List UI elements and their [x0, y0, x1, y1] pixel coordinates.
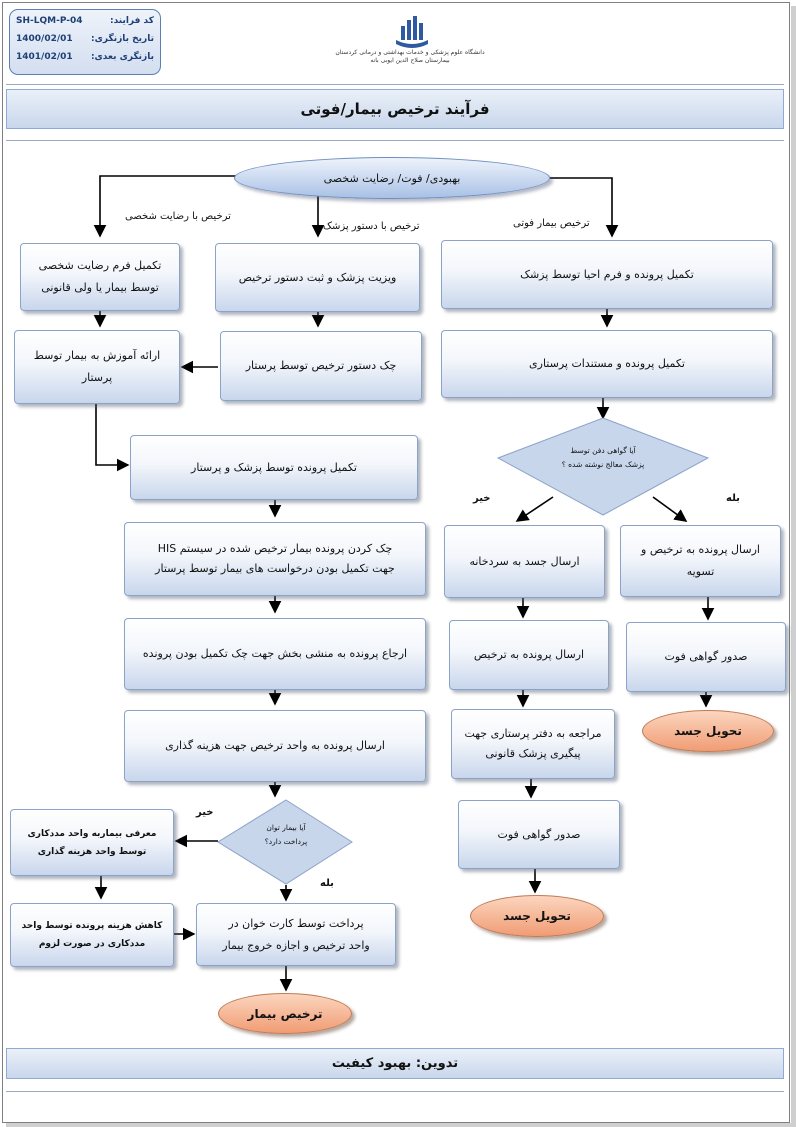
code-value: SH-LQM-P-04 — [16, 16, 83, 26]
forensic-followup-box: مراجعه به دفتر پرستاری جهت پیگیری پزشک ق… — [451, 709, 615, 779]
his-check-line-2: جهت تکمیل بودن درخواست های بیمار توسط پر… — [155, 562, 395, 575]
page-shadow-bottom — [6, 1123, 796, 1127]
end-body-delivery-b: تحویل جسد — [642, 710, 774, 752]
footer-divider — [6, 1091, 784, 1092]
header-divider — [6, 84, 784, 85]
code-row: کد فرایند: SH-LQM-P-04 — [16, 16, 154, 30]
burial-yes-label: بله — [726, 493, 740, 504]
doctor-visit-box: ویزیت پزشک و ثبت دستور ترخیص — [215, 243, 420, 312]
burial-decision-line-2: پزشک معالج نوشته شده ؟ — [561, 460, 645, 469]
university-line-1: دانشگاه علوم پزشکی و خدمات بهداشتی و درم… — [335, 49, 485, 56]
send-to-morgue-box: ارسال جسد به سردخانه — [444, 525, 605, 598]
nursing-docs-box: تکمیل پرونده و مستندات پرستاری — [441, 330, 773, 398]
death-certificate-box-a: صدور گواهی فوت — [458, 800, 620, 869]
right-decision-diamond — [496, 417, 710, 516]
card-payment-box: پرداخت توسط کارت خوان در واحد ترخیص و اج… — [196, 903, 396, 966]
branch-label-death: ترخیص بیمار فوتی — [513, 218, 590, 229]
his-check-line-1: چک کردن پرونده بیمار ترخیص شده در سیستم … — [157, 542, 393, 555]
burial-no-label: خیر — [473, 493, 491, 504]
university-logo-icon — [396, 16, 428, 48]
next-review-label: بازنگری بعدی: — [90, 52, 154, 62]
settle-discharge-box: ارسال پرونده به ترخیص و تسویه — [620, 525, 781, 597]
refer-secretary-box: ارجاع پرونده به منشی بخش جهت چک تکمیل بو… — [124, 618, 426, 690]
end-discharge-patient: ترخیص بیمار — [218, 993, 352, 1034]
complete-file-box: تکمیل پرونده توسط پزشک و پرستار — [130, 435, 418, 500]
start-ellipse: بهبودی/ فوت/ رضایت شخصی — [234, 157, 550, 199]
death-certificate-box-b: صدور گواهی فوت — [626, 622, 786, 692]
send-billing-box: ارسال پرونده به واحد ترخیص جهت هزینه گذا… — [124, 710, 426, 782]
review-row: تاریخ بازنگری: 1400/02/01 — [16, 34, 154, 48]
social-work-referral-box: معرفی بیماربه واحد مددکاری توسط واحد هزی… — [10, 809, 174, 876]
payment-decision-text: آیا بیمار توان پرداخت دارد؟ — [238, 821, 334, 849]
end-body-delivery-a: تحویل جسد — [470, 895, 604, 937]
next-review-value: 1401/02/01 — [16, 52, 73, 62]
review-label: تاریخ بازنگری: — [91, 34, 154, 44]
university-line-2: بیمارستان صلاح الدین ایوبی بانه — [370, 57, 450, 64]
page-shadow-right — [791, 6, 796, 1127]
card-payment-line-2: واحد ترخیص و اجازه خروج بیمار — [222, 938, 370, 952]
send-to-discharge-box: ارسال پرونده به ترخیص — [449, 620, 609, 690]
patient-education-box: ارائه آموزش به بیمار توسط پرستار — [14, 330, 180, 404]
card-payment-line-1: پرداخت توسط کارت خوان در — [228, 916, 364, 930]
footer-author: تدوین: بهبود کیفیت — [6, 1048, 784, 1079]
page-title: فرآیند ترخیص بیمار/فوتی — [6, 89, 784, 129]
branch-label-doctor: ترخیص با دستور پزشک — [323, 221, 420, 232]
check-discharge-order-box: چک دستور ترخیص توسط پرستار — [220, 331, 422, 401]
next-review-row: بازنگری بعدی: 1401/02/01 — [16, 52, 154, 66]
personal-consent-form-box: تکمیل فرم رضایت شخصی توسط بیمار یا ولی ق… — [20, 243, 180, 311]
burial-decision-line-1: آیا گواهی دفن توسط — [570, 446, 636, 455]
branch-label-personal: ترخیص با رضایت شخصی — [125, 211, 231, 222]
payment-decision-diamond — [217, 799, 353, 885]
review-value: 1400/02/01 — [16, 34, 73, 44]
process-code-box: کد فرایند: SH-LQM-P-04 تاریخ بازنگری: 14… — [9, 9, 161, 75]
university-name: دانشگاه علوم پزشکی و خدمات بهداشتی و درم… — [300, 49, 520, 65]
payment-decision-line-2: پرداخت دارد؟ — [264, 837, 308, 846]
his-check-box: چک کردن پرونده بیمار ترخیص شده در سیستم … — [124, 522, 426, 596]
payment-yes-label: بله — [320, 878, 334, 889]
reduce-cost-box: کاهش هزینه پرونده توسط واحد مددکاری در ص… — [10, 903, 174, 967]
burial-decision-text: آیا گواهی دفن توسط پزشک معالج نوشته شده … — [543, 444, 663, 472]
revive-form-box: تکمیل پرونده و فرم احیا توسط پزشک — [441, 240, 773, 309]
code-label: کد فرایند: — [110, 16, 154, 26]
payment-decision-line-1: آیا بیمار توان — [266, 823, 306, 832]
payment-no-label: خیر — [196, 807, 214, 818]
title-divider — [6, 140, 784, 141]
